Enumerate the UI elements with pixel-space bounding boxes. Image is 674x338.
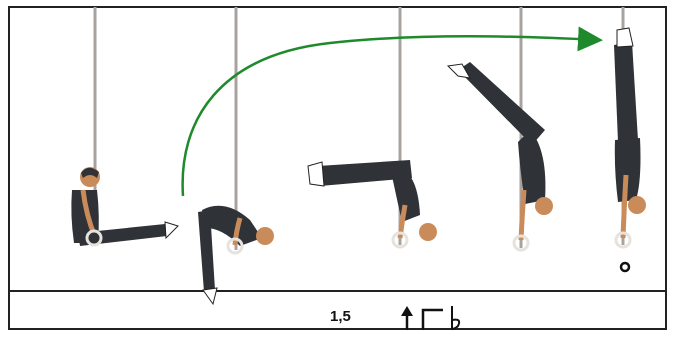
head-shape	[535, 197, 553, 215]
gymnast-figure-4	[448, 7, 553, 250]
flat-mark-icon	[452, 306, 459, 330]
torso-shape	[615, 138, 641, 202]
gymnast-figure-5	[614, 7, 646, 271]
gymnast-figure-2	[198, 7, 274, 304]
head-shape	[628, 196, 646, 214]
up-arrow-icon	[401, 306, 413, 330]
difficulty-value: 1,5	[330, 308, 351, 325]
head-shape	[419, 223, 437, 241]
gymnast-figure-1	[71, 7, 178, 246]
step-bracket-icon	[423, 310, 443, 330]
hold-mark-icon	[621, 263, 629, 271]
head-shape	[256, 227, 274, 245]
legs-shape	[614, 42, 638, 142]
